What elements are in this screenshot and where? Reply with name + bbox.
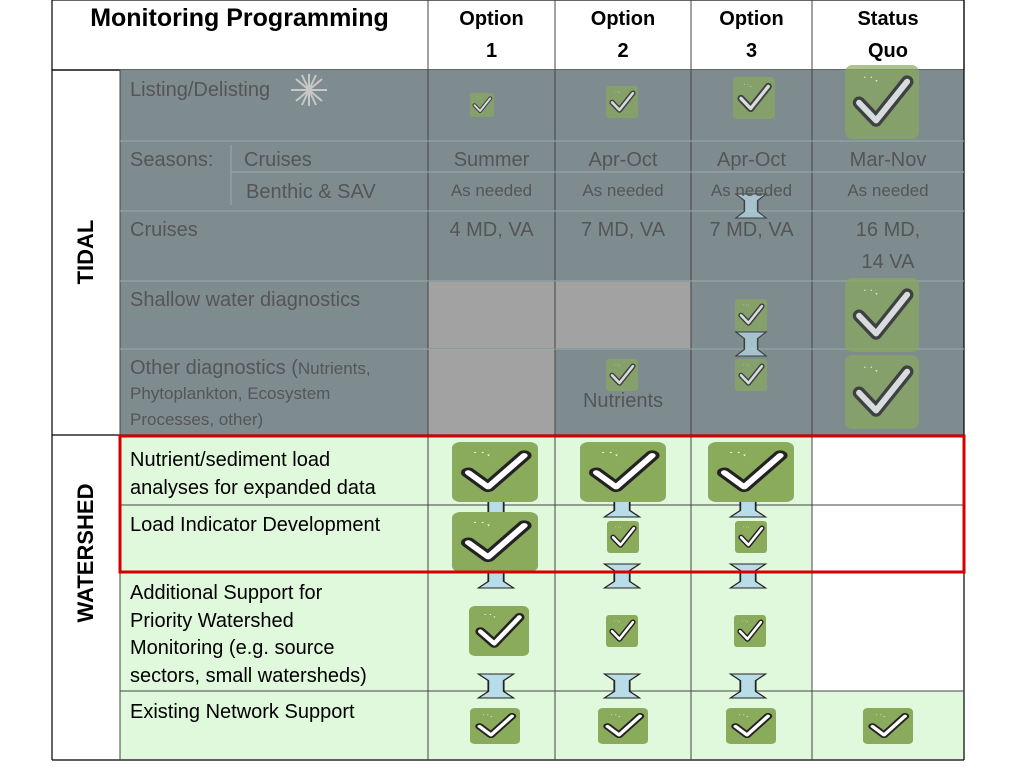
row-existing-network: Existing Network Support [130, 701, 355, 723]
checkmark-icon [726, 708, 776, 744]
row-other-diagnostics: Other diagnostics (Nutrients, [130, 357, 371, 379]
section-tidal: TIDAL [73, 219, 98, 285]
cell-benthic-opt3: As needed [710, 181, 793, 200]
checkmark-icon [735, 359, 767, 391]
checkmark-icon [735, 299, 767, 331]
cell-cruises-opt2: 7 MD, VA [580, 219, 666, 241]
cell-cruises-status: 16 MD, 14 VA [855, 219, 921, 273]
checkmark-icon [606, 615, 638, 647]
row-other-detail-3: Processes, other) [130, 410, 264, 429]
row-seasons-label: Seasons: [130, 149, 214, 171]
row-listing-delisting: Listing/Delisting [130, 79, 271, 101]
checkmark-icon [735, 521, 767, 553]
asterisk-icon [291, 74, 327, 106]
checkmark-icon [580, 442, 666, 502]
cell-cruises-opt1: 4 MD, VA [449, 219, 534, 241]
row-additional-support: Additional Support for Priority Watershe… [130, 582, 367, 687]
checkmark-icon [845, 65, 919, 139]
checkmark-icon [606, 359, 638, 391]
checkmark-icon [734, 615, 766, 647]
row-load-indicator: Load Indicator Development [130, 514, 381, 536]
row-shallow-water: Shallow water diagnostics [130, 289, 361, 311]
highlight-box [118, 434, 966, 574]
row-seasons-benthic: Benthic & SAV [246, 181, 376, 203]
row-cruises: Cruises [130, 219, 198, 241]
cell-season-status: Mar-Nov [849, 149, 927, 171]
row-nutrient-sediment: Nutrient/sediment load analyses for expa… [130, 449, 376, 499]
cell-benthic-opt1: As needed [450, 181, 533, 200]
checkmark-icon [452, 512, 538, 572]
cell-nutrients-note: Nutrients [582, 390, 664, 412]
cell-season-opt3: Apr-Oct [717, 149, 786, 171]
checkmark-icon [606, 86, 638, 118]
checkmark-icon [607, 521, 639, 553]
row-other-detail-2: Phytoplankton, Ecosystem [130, 384, 331, 403]
cell-season-opt2: Apr-Oct [588, 149, 658, 171]
checkmark-icon [845, 278, 919, 352]
cell-benthic-status: As needed [847, 181, 929, 200]
checkmark-icon [469, 606, 529, 656]
checkmark-icon [470, 708, 520, 744]
page-title: Monitoring Programming [90, 4, 389, 32]
cell-cruises-opt3: 7 MD, VA [709, 219, 794, 241]
checkmark-icon [863, 708, 913, 744]
checkmark-icon [845, 355, 919, 429]
checkmark-icon [708, 442, 794, 502]
checkmark-icon [452, 442, 538, 502]
checkmark-icon [470, 93, 494, 117]
checkmark-icon [733, 77, 775, 119]
checkmark-icon [598, 708, 648, 744]
cell-benthic-opt2: As needed [582, 181, 664, 200]
section-watershed: WATERSHED [73, 483, 98, 623]
cell-season-opt1: Summer [453, 149, 530, 171]
row-seasons-cruises: Cruises [244, 149, 312, 171]
